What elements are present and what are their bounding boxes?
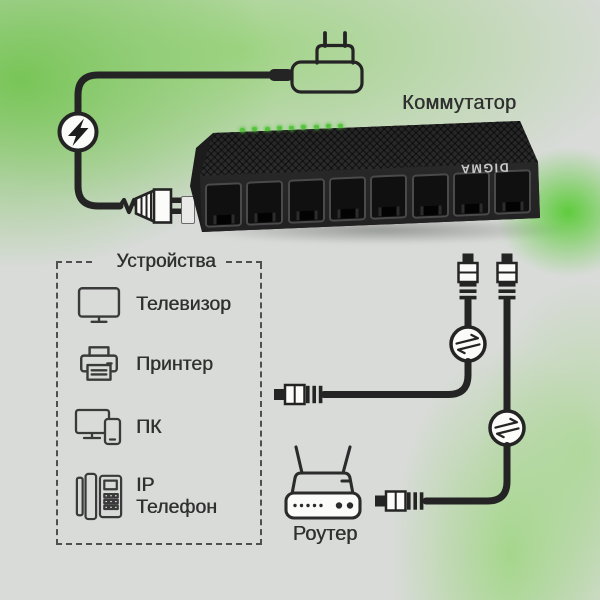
network-switch: DIGMA <box>181 110 550 240</box>
data-transfer-icon <box>449 325 487 363</box>
rj45-plug-left-icon <box>375 490 424 512</box>
ethernet-port <box>287 178 325 224</box>
pc-icon <box>70 405 128 449</box>
ethernet-cable-b <box>375 253 526 512</box>
led-indicator <box>338 123 343 128</box>
led-indicator <box>313 124 319 129</box>
device-row-pc: ПК <box>70 399 232 455</box>
ethernet-port <box>370 174 408 221</box>
led-indicator <box>240 127 245 132</box>
power-adapter-icon <box>269 31 364 94</box>
device-row-ip-phone: IP Телефон <box>70 468 232 524</box>
ethernet-cable-a <box>274 253 487 406</box>
device-label: ПК <box>136 416 162 438</box>
led-indicator <box>301 125 307 130</box>
led-indicator <box>325 124 331 129</box>
devices-panel-title: Устройства <box>116 251 216 272</box>
ethernet-port <box>452 170 490 217</box>
switch-title-label: Коммутатор <box>402 92 517 114</box>
tv-icon <box>70 283 128 325</box>
ethernet-port <box>494 168 532 215</box>
panel-border-dash <box>226 261 262 263</box>
ip-phone-icon <box>70 469 128 523</box>
device-label: IP Телефон <box>136 474 217 518</box>
router-label: Роутер <box>292 523 358 545</box>
rj45-plug-up-icon <box>457 253 479 300</box>
printer-icon <box>70 342 128 386</box>
led-indicator <box>289 125 294 130</box>
switch-brand-label: DIGMA <box>459 160 509 176</box>
rj45-plug-left-icon <box>274 383 323 406</box>
ethernet-port <box>411 172 449 219</box>
devices-panel: Устройства Телевизор <box>56 251 262 545</box>
device-row-printer: Принтер <box>70 336 232 392</box>
dc-plug-icon <box>117 188 182 224</box>
panel-border-dash <box>56 261 92 263</box>
lightning-icon <box>57 111 99 153</box>
device-row-tv: Телевизор <box>70 276 232 332</box>
power-cable <box>74 71 287 210</box>
led-indicator <box>264 126 270 131</box>
data-transfer-icon <box>488 409 526 447</box>
device-label: Телевизор <box>136 293 231 315</box>
router-icon <box>284 445 362 520</box>
dc-power-jack <box>181 196 195 224</box>
device-label: Принтер <box>136 353 213 375</box>
led-indicator <box>276 126 282 131</box>
ethernet-port <box>328 176 366 223</box>
rj45-plug-up-icon <box>496 253 518 300</box>
ethernet-port <box>246 180 284 226</box>
ethernet-port <box>205 182 242 228</box>
led-indicator <box>252 127 258 132</box>
